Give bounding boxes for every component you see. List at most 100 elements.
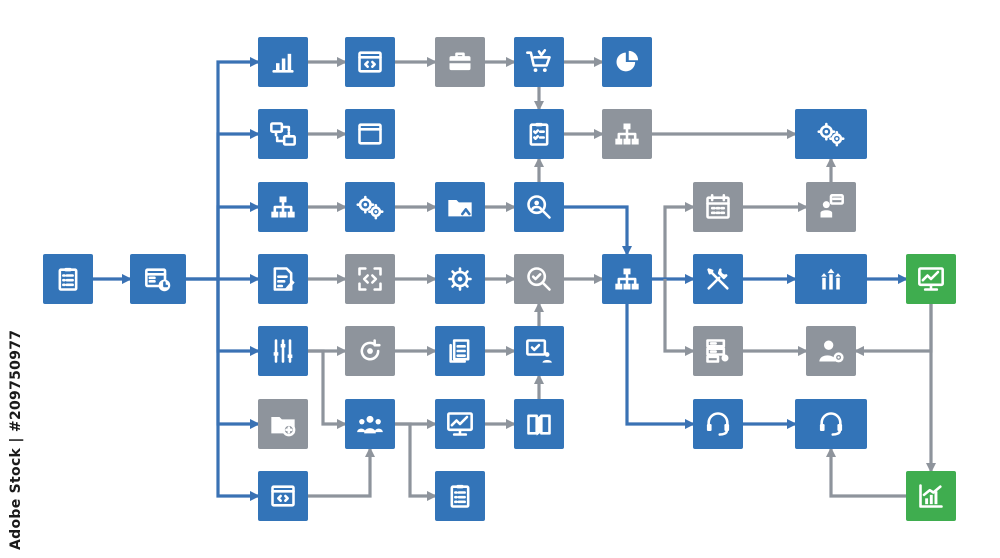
pie-chart-icon [616, 50, 639, 72]
clipboard-icon [529, 122, 549, 146]
node-documents [435, 326, 485, 376]
node-search-check-box [514, 254, 564, 304]
tools-icon [707, 268, 729, 290]
node-team-growth [795, 254, 867, 304]
node-network-monitors-box [258, 109, 308, 159]
node-search-person [514, 182, 564, 232]
connector-lines [93, 56, 937, 502]
node-schedule [130, 254, 186, 304]
hierarchy-icon [615, 123, 639, 145]
node-briefcase [435, 37, 485, 87]
node-growth-chart [906, 471, 956, 521]
node-schedule-box [130, 254, 186, 304]
code-window-icon [358, 51, 382, 73]
shopping-cart-icon [526, 49, 551, 73]
node-document-edit-box [258, 254, 308, 304]
node-support-chat-box [806, 182, 856, 232]
node-clipboard-box [514, 109, 564, 159]
node-pie-chart [602, 37, 652, 87]
document-edit-icon [273, 267, 295, 291]
gear-refresh-icon [360, 339, 381, 361]
book-icon [527, 414, 551, 436]
node-book [514, 399, 564, 449]
node-server-settings-box [693, 326, 743, 376]
node-sliders [258, 326, 308, 376]
hierarchy-icon [271, 196, 295, 218]
network-monitors-icon [270, 122, 296, 146]
node-team-box [345, 399, 395, 449]
node-document-edit [258, 254, 308, 304]
node-code-bottom [258, 471, 308, 521]
growth-chart-icon [919, 484, 943, 508]
sliders-icon [273, 339, 293, 363]
browser-window-icon [358, 123, 382, 145]
node-gears-mid [345, 182, 395, 232]
connector-schedule-to-hierarchy-left [216, 201, 261, 279]
node-calendar [693, 182, 743, 232]
connector-sliders-to-team [308, 349, 348, 430]
gear-cycle-icon [448, 267, 472, 291]
team-growth-icon [821, 268, 841, 290]
monitor-chart-icon [918, 267, 944, 291]
calendar-icon [706, 194, 730, 219]
node-server-settings [693, 326, 743, 376]
node-headset-left [693, 399, 743, 449]
node-network-monitors [258, 109, 308, 159]
node-shopping-cart [514, 37, 564, 87]
flow-nodes [43, 37, 956, 521]
code-scan-icon [358, 267, 382, 291]
node-browser-window [345, 109, 395, 159]
search-user-icon [527, 195, 551, 219]
connector-monitor-chart-to-user-settings [853, 304, 933, 357]
calendar-clock-icon [145, 268, 171, 292]
presentation-icon [447, 412, 473, 436]
node-browser-window-box [345, 109, 395, 159]
connector-hierarchy-center-to-server-settings [663, 279, 696, 357]
node-folder-hand [435, 182, 485, 232]
checklist-icon [450, 484, 470, 508]
node-code-scan [345, 254, 395, 304]
support-chat-icon [820, 194, 844, 218]
documents-icon [449, 339, 470, 363]
headset-icon [706, 412, 730, 436]
connector-growth-chart-to-headset-right [825, 446, 906, 498]
node-support-chat [806, 182, 856, 232]
checklist-icon [58, 267, 78, 291]
headset-icon [819, 412, 843, 436]
node-gears-top [795, 109, 867, 159]
node-checklist-bottom [435, 471, 485, 521]
connector-team-to-checklist-bottom [395, 422, 438, 502]
node-search-check [514, 254, 564, 304]
search-check-icon [527, 267, 551, 291]
node-shopping-cart-box [514, 37, 564, 87]
node-hierarchy-left [258, 182, 308, 232]
node-gear-refresh [345, 326, 395, 376]
node-hierarchy-gray [602, 109, 652, 159]
node-clipboard [514, 109, 564, 159]
node-headset-left-box [693, 399, 743, 449]
node-headset-right [795, 399, 867, 449]
code-window-icon [271, 485, 295, 507]
node-user-settings-box [806, 326, 856, 376]
briefcase-icon [448, 52, 472, 71]
node-code-scan-box [345, 254, 395, 304]
node-headset-right-box [795, 399, 867, 449]
team-icon [357, 415, 383, 434]
connector-code-bottom-to-team [308, 446, 376, 498]
folder-add-icon [271, 417, 296, 437]
connector-hierarchy-center-to-calendar [663, 201, 696, 279]
connector-schedule-to-sliders [216, 279, 261, 357]
connector-hierarchy-center-to-headset-left [625, 304, 696, 430]
connector-schedule-to-code-bottom [216, 279, 261, 502]
node-start-checklist [43, 254, 93, 304]
connector-schedule-to-bar-chart [186, 56, 261, 281]
node-folder-add [258, 399, 308, 449]
server-settings-icon [706, 339, 729, 363]
node-code-window-box [345, 37, 395, 87]
node-monitor-chart [906, 254, 956, 304]
gears-icon [356, 195, 384, 220]
node-gear-cycle [435, 254, 485, 304]
node-hierarchy-center [602, 254, 652, 304]
hierarchy-icon [615, 268, 639, 290]
connector-search-person-to-hierarchy-center [564, 205, 633, 257]
